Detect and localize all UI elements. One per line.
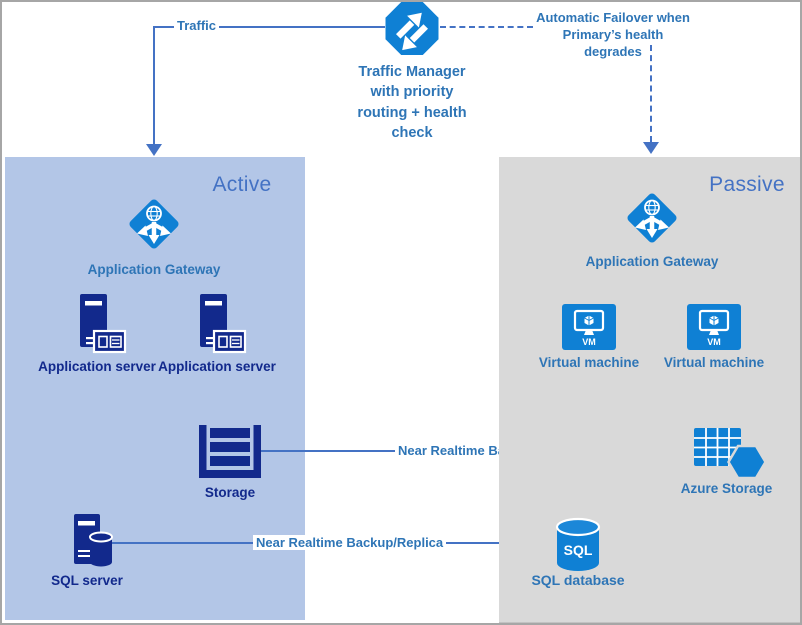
azure-storage-icon (693, 425, 769, 481)
traffic-line-vertical (153, 26, 155, 145)
application-server-label: Application server (38, 359, 156, 374)
application-server-icon (187, 294, 247, 358)
traffic-manager-icon (385, 2, 439, 55)
failover-dashed-vertical (650, 45, 652, 142)
sql-database-icon: SQL (554, 516, 602, 574)
active-region-title: Active (212, 173, 272, 196)
vm-badge: VM (582, 337, 596, 347)
azure-storage-label: Azure Storage (680, 481, 773, 496)
traffic-arrowhead-icon (146, 144, 162, 156)
storage-icon (199, 425, 261, 478)
sql-badge: SQL (564, 542, 593, 558)
application-gateway-label: Application Gateway (87, 262, 221, 277)
virtual-machine-label: Virtual machine (663, 355, 765, 370)
application-server-label: Application server (158, 359, 276, 374)
application-gateway-icon (624, 189, 680, 247)
sql-server-icon (64, 514, 116, 570)
failover-dashed-horizontal (440, 26, 533, 28)
sql-backup-label: Near Realtime Backup/Replica (253, 535, 447, 550)
virtual-machine-icon: VM (562, 304, 616, 350)
traffic-label: Traffic (174, 18, 220, 33)
application-gateway-icon (126, 195, 182, 253)
traffic-line-horizontal (154, 26, 385, 28)
failover-arrowhead-icon (643, 142, 659, 154)
application-gateway-label: Application Gateway (585, 254, 719, 269)
sql-database-label: SQL database (531, 572, 625, 588)
traffic-manager-caption: Traffic Manager with priority routing + … (357, 64, 467, 141)
failover-caption: Automatic Failover when Primary’s health… (536, 10, 690, 59)
virtual-machine-label: Virtual machine (538, 355, 640, 370)
storage-label: Storage (204, 485, 256, 500)
vm-badge: VM (707, 337, 721, 347)
passive-region-title: Passive (709, 173, 785, 196)
sql-server-label: SQL server (51, 573, 123, 588)
virtual-machine-icon: VM (687, 304, 741, 350)
application-server-icon (67, 294, 127, 358)
